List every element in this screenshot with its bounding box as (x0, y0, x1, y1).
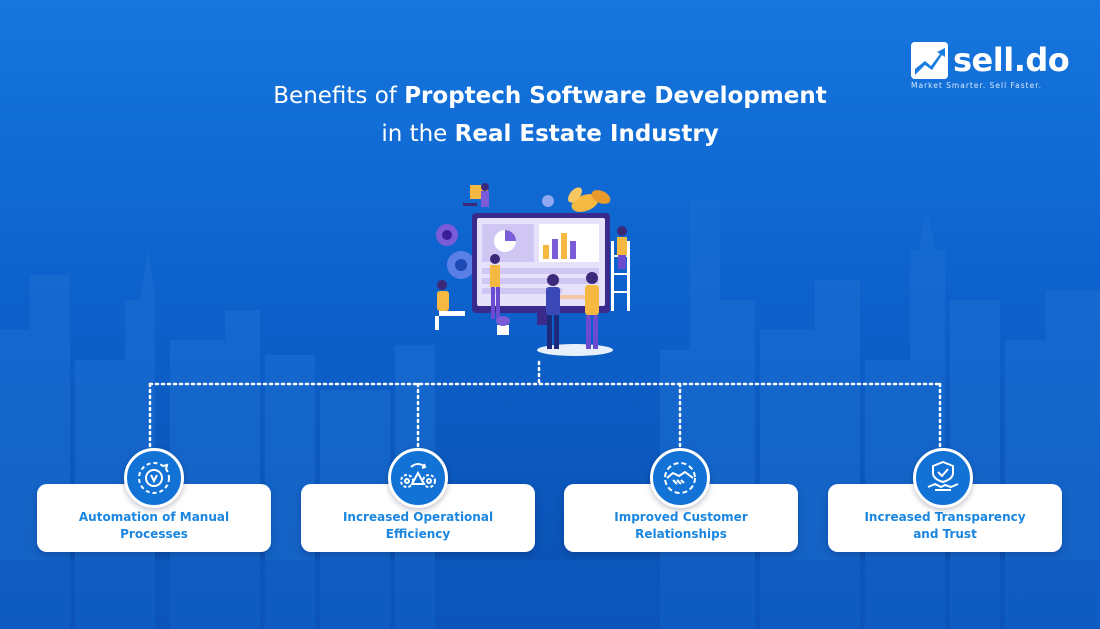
benefit-label: Automation of Manual Processes (78, 510, 230, 541)
brand-name: sell.do (953, 41, 1070, 79)
title-line2-plain: in the (381, 121, 455, 147)
sell-do-logo[interactable]: sell.do Market Smarter. Sell Faster. (911, 41, 1071, 92)
title-line1-bold: Proptech Software Development (404, 83, 827, 109)
title-line2-bold: Real Estate Industry (454, 121, 719, 147)
benefit-label: Increased Transparency and Trust (864, 510, 1026, 541)
benefit-label: Increased Operational Efficiency (342, 510, 494, 541)
page-title: Benefits of Proptech Software Developmen… (150, 77, 950, 153)
brand-tagline: Market Smarter. Sell Faster. (911, 81, 1043, 90)
growth-arrow-icon (911, 42, 948, 79)
handshake-icon (650, 448, 710, 508)
automation-icon (124, 448, 184, 508)
benefit-label: Improved Customer Relationships (614, 510, 748, 541)
gears-icon (388, 448, 448, 508)
title-line1-plain: Benefits of (273, 83, 405, 109)
proptech-team-illustration (435, 183, 630, 356)
trust-icon (913, 448, 973, 508)
